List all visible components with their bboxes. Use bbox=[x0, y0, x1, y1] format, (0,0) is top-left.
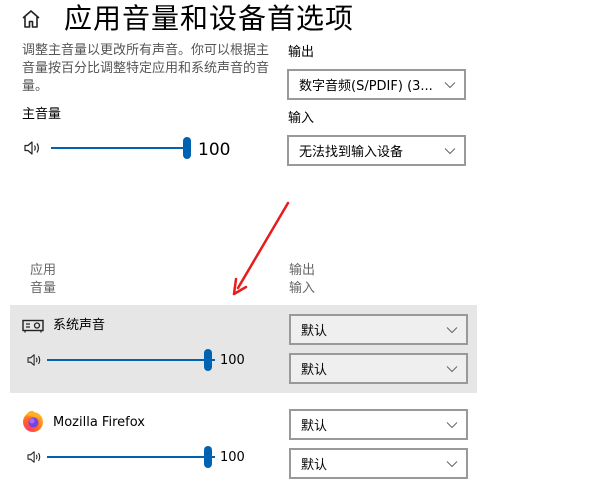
system-sounds-volume-value: 100 bbox=[220, 353, 245, 368]
firefox-volume-value: 100 bbox=[220, 450, 245, 465]
slider-thumb[interactable] bbox=[204, 446, 212, 468]
system-sounds-output-dropdown[interactable]: 默认 bbox=[289, 314, 468, 345]
column-header-input: 输入 bbox=[289, 281, 316, 296]
slider-track bbox=[51, 147, 191, 149]
app-name: 系统声音 bbox=[53, 318, 106, 333]
slider-track bbox=[47, 456, 215, 458]
chevron-down-icon bbox=[446, 326, 458, 333]
input-label: 输入 bbox=[288, 111, 315, 126]
speaker-icon[interactable] bbox=[26, 450, 44, 464]
page-title: 应用音量和设备首选项 bbox=[64, 2, 355, 35]
chevron-down-icon bbox=[446, 421, 458, 428]
output-device-dropdown[interactable]: 数字音频(S/PDIF) (3... bbox=[287, 69, 466, 100]
column-header-volume: 音量 bbox=[30, 281, 57, 296]
column-header-output: 输出 bbox=[289, 263, 316, 278]
firefox-icon bbox=[23, 410, 43, 432]
chevron-down-icon bbox=[446, 460, 458, 467]
input-device-dropdown[interactable]: 无法找到输入设备 bbox=[287, 135, 466, 166]
app-name: Mozilla Firefox bbox=[53, 415, 145, 430]
output-label: 输出 bbox=[288, 45, 315, 60]
system-sounds-icon bbox=[22, 319, 44, 333]
description-text: 调整主音量以更改所有声音。你可以根据主音量按百分比调整特定应用和系统声音的音量。 bbox=[22, 43, 270, 94]
speaker-icon[interactable] bbox=[26, 353, 44, 367]
firefox-volume-slider[interactable] bbox=[47, 446, 215, 468]
dropdown-value: 默认 bbox=[301, 324, 328, 339]
master-volume-slider[interactable] bbox=[51, 137, 191, 159]
dropdown-value: 默认 bbox=[301, 363, 328, 378]
chevron-down-icon bbox=[444, 147, 456, 154]
dropdown-value: 默认 bbox=[301, 458, 328, 473]
input-device-value: 无法找到输入设备 bbox=[299, 145, 404, 160]
master-volume-label: 主音量 bbox=[22, 107, 62, 122]
slider-track bbox=[47, 359, 215, 361]
home-icon[interactable] bbox=[20, 8, 42, 30]
slider-thumb[interactable] bbox=[204, 349, 212, 371]
slider-thumb[interactable] bbox=[183, 137, 191, 159]
dropdown-value: 默认 bbox=[301, 419, 328, 434]
chevron-down-icon bbox=[444, 81, 456, 88]
firefox-output-dropdown[interactable]: 默认 bbox=[289, 409, 468, 440]
system-sounds-volume-slider[interactable] bbox=[47, 349, 215, 371]
column-header-app: 应用 bbox=[30, 263, 57, 278]
speaker-icon[interactable] bbox=[23, 140, 43, 156]
app-row-system-sounds: 系统声音 100 默认 默认 bbox=[10, 305, 477, 393]
system-sounds-input-dropdown[interactable]: 默认 bbox=[289, 353, 468, 384]
firefox-input-dropdown[interactable]: 默认 bbox=[289, 448, 468, 479]
output-device-value: 数字音频(S/PDIF) (3... bbox=[299, 79, 433, 94]
master-volume-value: 100 bbox=[198, 140, 231, 160]
chevron-down-icon bbox=[446, 365, 458, 372]
